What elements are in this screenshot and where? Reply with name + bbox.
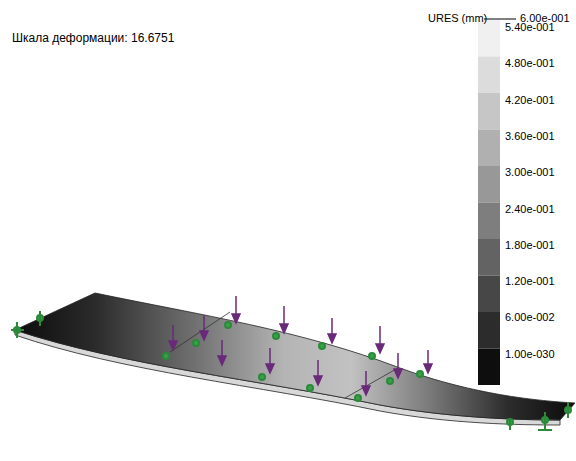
scale-value: 4.20e-001	[505, 94, 555, 107]
scale-value: 3.60e-001	[505, 130, 555, 143]
deformed-beam	[15, 293, 575, 425]
scale-value: 5.40e-001	[505, 21, 555, 34]
scale-value: 1.00e-030	[505, 348, 555, 361]
fixture-symbols	[11, 311, 571, 430]
scale-value: 3.00e-001	[505, 166, 555, 179]
units-label: URES (mm)	[428, 12, 487, 25]
load-arrows	[169, 296, 432, 395]
scale-value: 2.40e-001	[505, 203, 555, 216]
deformation-scale: Шкала деформации: 16.6751	[12, 32, 174, 45]
scale-value: 1.80e-001	[505, 239, 555, 252]
scale-line	[484, 19, 516, 20]
scale-value: 1.20e-001	[505, 275, 555, 288]
scale-value: 6.00e-002	[505, 311, 555, 324]
scale-value: 4.80e-001	[505, 57, 555, 70]
color-bar	[478, 20, 500, 385]
